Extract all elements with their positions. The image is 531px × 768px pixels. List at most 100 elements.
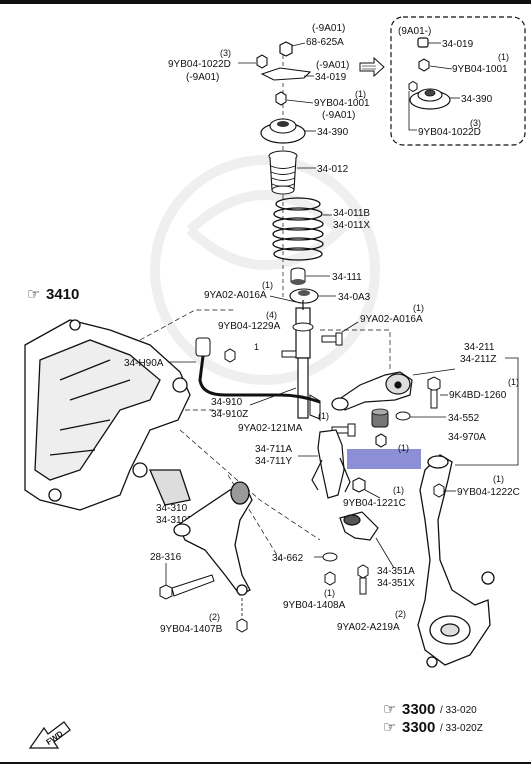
label-9ya02-a016a-r: 9YA02-A016A — [360, 314, 423, 325]
fwd-arrow-icon: FWD — [28, 721, 71, 749]
top-border — [0, 0, 531, 4]
shock-absorber-icon[interactable] — [292, 300, 321, 420]
label-34-970a: 34-970A — [448, 432, 486, 443]
label-qty-1-b: (1) — [262, 280, 273, 290]
highlight-bar — [347, 449, 421, 469]
ref-arrow-3300a-icon: ☞ — [383, 701, 396, 718]
small-bolt-icon[interactable] — [281, 350, 297, 358]
ball-joint-nut-icon[interactable] — [352, 477, 366, 493]
dust-boot-icon[interactable] — [268, 150, 298, 195]
label-a9a01-left: (-9A01) — [186, 72, 219, 83]
inset-label-34-019: 34-019 — [442, 39, 474, 50]
label-a9a01-c: (-9A01) — [322, 110, 355, 121]
label-34-310z: 34-310Z — [156, 515, 193, 526]
label-9yb04-1222c: 9YB04-1222C — [457, 487, 520, 498]
inset-strut-mount-icon[interactable] — [409, 88, 451, 110]
stab-nut-icon[interactable] — [224, 348, 236, 363]
label-34-012: 34-012 — [317, 164, 349, 175]
label-qty-1-e: (1) — [318, 411, 329, 421]
bushing-icon[interactable] — [371, 408, 389, 428]
label-34-351a: 34-351A — [377, 566, 415, 577]
label-9yb04-1407b: 9YB04-1407B — [160, 624, 223, 635]
strut-mount-icon[interactable] — [260, 118, 306, 144]
ref-3410: 3410 — [46, 286, 79, 303]
ball-joint-bolt-icon[interactable] — [357, 564, 369, 595]
ref-arrow-3410-icon: ☞ — [27, 286, 40, 303]
top-nut-icon[interactable] — [279, 41, 293, 57]
inset-hex-nut-icon[interactable] — [418, 58, 430, 72]
label-34-390: 34-390 — [317, 127, 349, 138]
coil-spring-icon[interactable] — [272, 197, 324, 261]
ref-3300b-sub: / 33-020Z — [440, 723, 483, 734]
label-qty-1-i: (1) — [493, 474, 504, 484]
label-9yb04-1408a: 9YB04-1408A — [283, 600, 346, 611]
dust-cap-icon[interactable] — [322, 552, 338, 562]
lower-arm-nut-icon[interactable] — [236, 618, 248, 633]
strut-bolt-icon[interactable] — [321, 332, 343, 346]
left-top-nut-icon[interactable] — [256, 54, 268, 69]
label-9ya02-a016a: 9YA02-A016A — [204, 290, 267, 301]
inset-qty-3: (3) — [470, 118, 481, 128]
label-qty-3: (3) — [220, 48, 231, 58]
inset-pointer-arrow-icon — [359, 56, 385, 78]
label-34-351x: 34-351X — [377, 578, 415, 589]
inset-label-9yb04-1022d: 9YB04-1022D — [418, 127, 481, 138]
washer-icon[interactable] — [395, 411, 411, 421]
knuckle-top-nut-icon[interactable] — [433, 483, 445, 498]
label-9ya02-121ma: 9YA02-121MA — [238, 423, 303, 434]
label-28-316: 28-316 — [150, 552, 182, 563]
label-34-711a: 34-711A — [255, 444, 292, 455]
label-qty-1-a: (1) — [355, 89, 366, 99]
label-9yb04-1221c: 9YB04-1221C — [343, 498, 406, 509]
ref-3300b: 3300 — [402, 719, 435, 736]
label-qty-1-f: (1) — [508, 377, 519, 387]
label-34-011x: 34-011X — [333, 220, 370, 231]
label-qty-2-b: (2) — [395, 609, 406, 619]
label-qty-1-c: (1) — [413, 303, 424, 313]
label-34-0a3: 34-0A3 — [338, 292, 371, 303]
stabilizer-bar-icon[interactable] — [198, 339, 321, 404]
knuckle-bracket-icon[interactable] — [311, 429, 351, 499]
label-a9a01-b: (-9A01) — [316, 60, 349, 71]
label-9yb04-1022d: 9YB04-1022D — [168, 59, 231, 70]
label-9ya02-a219a: 9YA02-A219A — [337, 622, 400, 633]
ball-joint-icon[interactable] — [339, 511, 379, 541]
lower-bolt-icon[interactable] — [159, 574, 215, 600]
knuckle-bolt-icon[interactable] — [331, 423, 356, 437]
inset-hex-nut-2-icon[interactable] — [408, 80, 418, 93]
ref-3300a-sub: / 33-020 — [440, 705, 477, 716]
label-qty-1-d: 1 — [254, 342, 259, 352]
bump-stop-icon[interactable] — [290, 267, 306, 285]
inset-nut-icon[interactable] — [417, 37, 429, 48]
label-68-625a: 68-625A — [306, 37, 344, 48]
arm-bolt-icon[interactable] — [427, 376, 441, 409]
ball-joint-lower-nut-icon[interactable] — [324, 571, 336, 586]
steering-knuckle-icon[interactable] — [417, 454, 495, 668]
inset-label-34-390: 34-390 — [461, 94, 493, 105]
label-34-662: 34-662 — [272, 553, 304, 564]
label-qty-1-j: (1) — [324, 588, 335, 598]
label-34-211: 34-211 — [464, 342, 495, 353]
mid-nut-icon[interactable] — [275, 91, 287, 106]
inset-label-9yb04-1001: 9YB04-1001 — [452, 64, 508, 75]
label-34-711y: 34-711Y — [255, 456, 292, 467]
label-9yb04-1001: 9YB04-1001 — [314, 98, 370, 109]
subframe-icon[interactable] — [24, 319, 191, 511]
stabilizer-bushing-icon[interactable] — [195, 337, 211, 357]
upper-plate-icon[interactable] — [260, 67, 312, 81]
label-34-910: 34-910 — [211, 397, 243, 408]
spring-seat-icon[interactable] — [289, 288, 319, 304]
knuckle-nut-icon[interactable] — [375, 433, 387, 448]
upper-control-arm-icon[interactable] — [331, 371, 413, 411]
bottom-border — [0, 762, 531, 764]
label-34-910z: 34-910Z — [211, 409, 248, 420]
inset-title: (9A01-) — [398, 26, 431, 37]
label-qty-1-h: (1) — [393, 485, 404, 495]
label-34-019: 34-019 — [315, 72, 347, 83]
ref-3300a: 3300 — [402, 701, 435, 718]
label-34-h90a: 34-H90A — [124, 358, 164, 369]
lower-control-arm-icon[interactable] — [173, 481, 253, 596]
label-9yb04-1229a: 9YB04-1229A — [218, 321, 281, 332]
label-34-552: 34-552 — [448, 413, 480, 424]
